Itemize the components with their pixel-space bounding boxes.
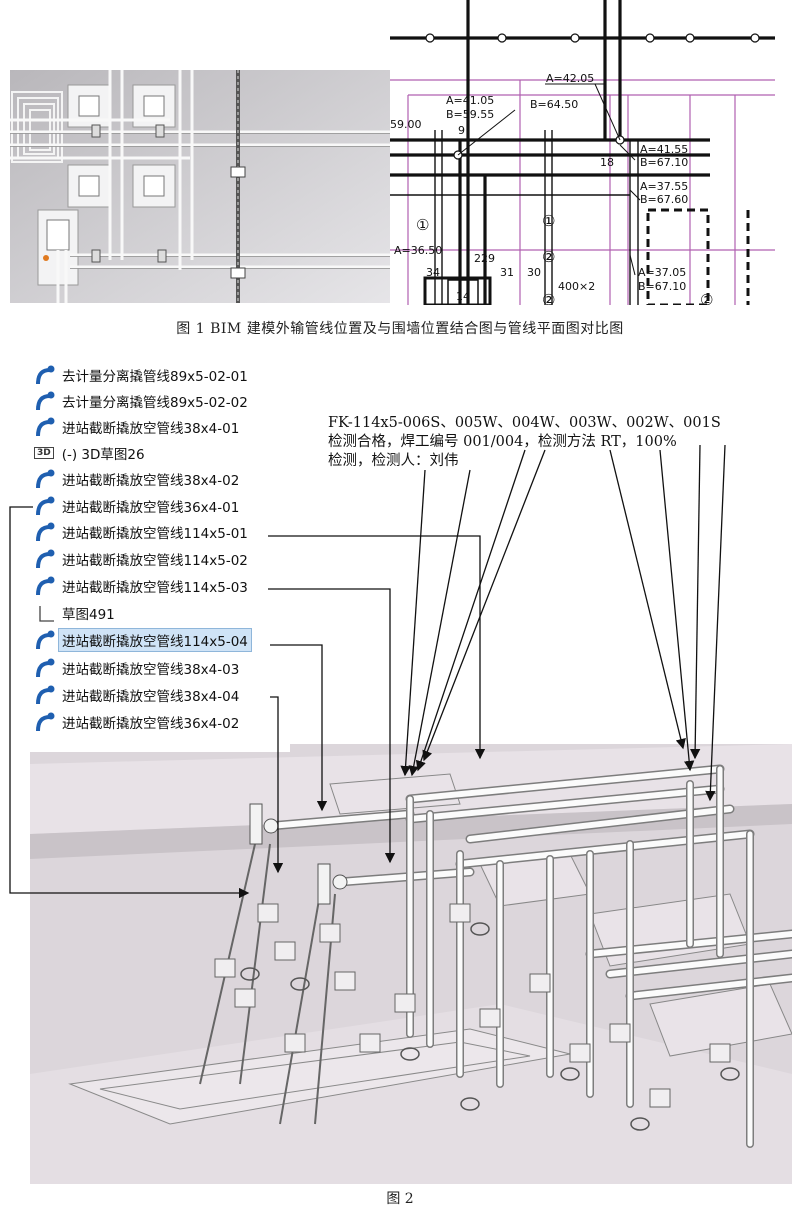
- label-59: 59.00: [390, 118, 422, 131]
- label-a3: A=41.55: [640, 143, 688, 156]
- tree-item-11[interactable]: 进站截断撬放空管线38x4-03: [28, 656, 290, 680]
- tree-item-8[interactable]: 进站截断撬放空管线114x5-03: [28, 574, 290, 598]
- tree-item-12[interactable]: 进站截断撬放空管线38x4-04: [28, 683, 290, 707]
- label-229: 229: [474, 252, 495, 265]
- label-31: 31: [500, 266, 514, 279]
- label-b4: B=67.60: [640, 193, 688, 206]
- tree-item-10-selected[interactable]: 进站截断撬放空管线114x5-04: [28, 628, 290, 652]
- tree-item-label: 进站截断撬放空管线38x4-04: [62, 689, 240, 705]
- label-b2: B=59.55: [446, 108, 494, 121]
- note-line-2: 检测合格，焊工编号 001/004，检测方法 RT，100%: [328, 434, 677, 450]
- label-circle-1a: ①: [416, 216, 429, 234]
- pipe-icon: [36, 469, 55, 489]
- label-a1: A=42.05: [546, 72, 594, 85]
- pipe-icon: [36, 576, 55, 596]
- tree-item-1[interactable]: 去计量分离撬管线89x5-02-02: [28, 389, 290, 413]
- pipe-icon: [36, 630, 55, 650]
- note-line-3: 检测，检测人：刘伟: [328, 453, 459, 469]
- tree-item-4[interactable]: 进站截断撬放空管线38x4-02: [28, 467, 290, 491]
- pipe-icon: [36, 365, 55, 385]
- label-a2: A=41.05: [446, 94, 494, 107]
- 3d-sketch-icon: 3D: [34, 447, 54, 459]
- label-b1: B=64.50: [530, 98, 578, 111]
- tree-item-label: 进站截断撬放空管线36x4-01: [62, 500, 240, 516]
- label-14: 14: [456, 290, 470, 303]
- tree-item-label: 进站截断撬放空管线38x4-01: [62, 421, 240, 437]
- label-circle-1b: ①: [542, 212, 555, 230]
- pipe-icon: [36, 712, 55, 732]
- label-34: 34: [426, 266, 440, 279]
- pipeline-plan-drawing: A=42.05 B=64.50 A=41.05 B=59.55 59.00 9 …: [390, 0, 775, 305]
- pipe-icon: [36, 496, 55, 516]
- tree-item-label: 进站截断撬放空管线114x5-02: [62, 553, 248, 569]
- pipe-icon: [36, 549, 55, 569]
- tree-item-label: 进站截断撬放空管线114x5-04: [58, 628, 252, 652]
- pipe-icon: [36, 685, 55, 705]
- label-b3: B=67.10: [640, 156, 688, 169]
- tree-item-label: 进站截断撬放空管线114x5-03: [62, 580, 248, 596]
- feature-tree-panel[interactable]: 去计量分离撬管线89x5-02-01 去计量分离撬管线89x5-02-02 进站…: [28, 360, 290, 752]
- tree-item-5[interactable]: 进站截断撬放空管线36x4-01: [28, 494, 290, 518]
- tree-item-9[interactable]: 草图491: [28, 601, 290, 625]
- weld-inspection-note: FK-114x5-006S、005W、004W、003W、002W、001S 检…: [328, 414, 721, 471]
- label-a6: A=37.05: [638, 266, 686, 279]
- tree-item-label: 草图491: [62, 607, 115, 623]
- tree-item-3[interactable]: 3D (-) 3D草图26: [28, 441, 290, 465]
- label-9: 9: [458, 124, 465, 137]
- label-b6: B=67.10: [638, 280, 686, 293]
- tree-item-13[interactable]: 进站截断撬放空管线36x4-02: [28, 710, 290, 734]
- tree-item-label: 进站截断撬放空管线114x5-01: [62, 526, 248, 542]
- sketch-icon: [39, 606, 54, 622]
- tree-item-label: 进站截断撬放空管线38x4-02: [62, 473, 240, 489]
- bim-model-top-view: [10, 70, 390, 303]
- tree-item-label: (-) 3D草图26: [61, 447, 145, 463]
- pipe-icon: [36, 417, 55, 437]
- tree-item-label: 进站截断撬放空管线38x4-03: [62, 662, 240, 678]
- label-circle-2a: ②: [542, 248, 555, 266]
- label-30: 30: [527, 266, 541, 279]
- tree-item-label: 去计量分离撬管线89x5-02-01: [62, 369, 248, 385]
- tree-item-label: 进站截断撬放空管线36x4-02: [62, 716, 240, 732]
- label-18: 18: [600, 156, 614, 169]
- figure2-caption: 图 2: [386, 1191, 414, 1207]
- label-a5: A=36.50: [394, 244, 442, 257]
- tree-item-7[interactable]: 进站截断撬放空管线114x5-02: [28, 547, 290, 571]
- tree-item-6[interactable]: 进站截断撬放空管线114x5-01: [28, 520, 290, 544]
- pipe-icon: [36, 658, 55, 678]
- tree-item-2[interactable]: 进站截断撬放空管线38x4-01: [28, 415, 290, 439]
- note-line-1: FK-114x5-006S、005W、004W、003W、002W、001S: [328, 415, 721, 431]
- label-400x2: 400×2: [558, 280, 595, 293]
- pipe-icon: [36, 391, 55, 411]
- tree-item-0[interactable]: 去计量分离撬管线89x5-02-01: [28, 363, 290, 387]
- figure1-caption: 图 1 BIM 建模外输管线位置及与围墙位置结合图与管线平面图对比图: [176, 321, 624, 337]
- tree-item-label: 去计量分离撬管线89x5-02-02: [62, 395, 248, 411]
- label-circle-2c: ②: [700, 291, 713, 305]
- label-circle-2b: ②: [542, 291, 555, 305]
- label-a4: A=37.55: [640, 180, 688, 193]
- pipe-icon: [36, 522, 55, 542]
- bim-3d-model-view: [30, 744, 792, 1184]
